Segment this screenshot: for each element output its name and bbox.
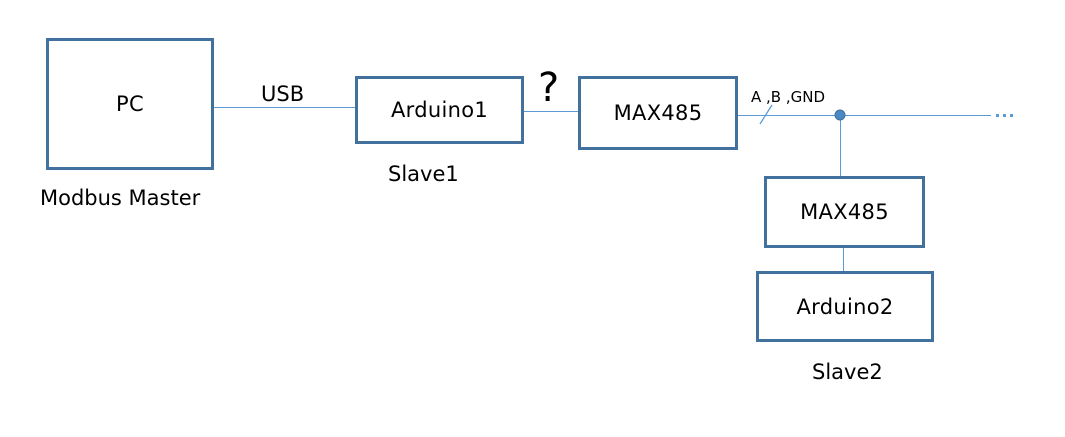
- slave1-caption: Slave1: [388, 162, 459, 186]
- bus-signals-label: A ,B ,GND: [751, 88, 826, 106]
- arduino1-max485-line: [523, 111, 579, 112]
- arduino1-box: Arduino1: [355, 76, 524, 144]
- pc-label: PC: [116, 92, 144, 116]
- max485-1-label: MAX485: [613, 101, 703, 125]
- max485-1-box: MAX485: [578, 76, 738, 150]
- max485-2-label: MAX485: [800, 200, 889, 224]
- arduino2-label: Arduino2: [796, 294, 894, 319]
- ellipsis-continuation-icon: [996, 114, 1013, 117]
- arduino2-box: Arduino2: [756, 271, 934, 342]
- rs485-bus-line: [737, 115, 991, 116]
- unknown-connection-label: ?: [538, 65, 560, 111]
- arduino1-label: Arduino1: [390, 98, 489, 122]
- usb-label: USB: [261, 82, 305, 106]
- modbus-master-caption: Modbus Master: [40, 186, 201, 210]
- pc-box: PC: [46, 38, 214, 170]
- bus-drop-line: [840, 115, 841, 177]
- slave2-caption: Slave2: [812, 360, 883, 384]
- max485-arduino2-line: [843, 247, 844, 272]
- usb-connection-line: [213, 107, 356, 108]
- max485-2-box: MAX485: [764, 176, 925, 248]
